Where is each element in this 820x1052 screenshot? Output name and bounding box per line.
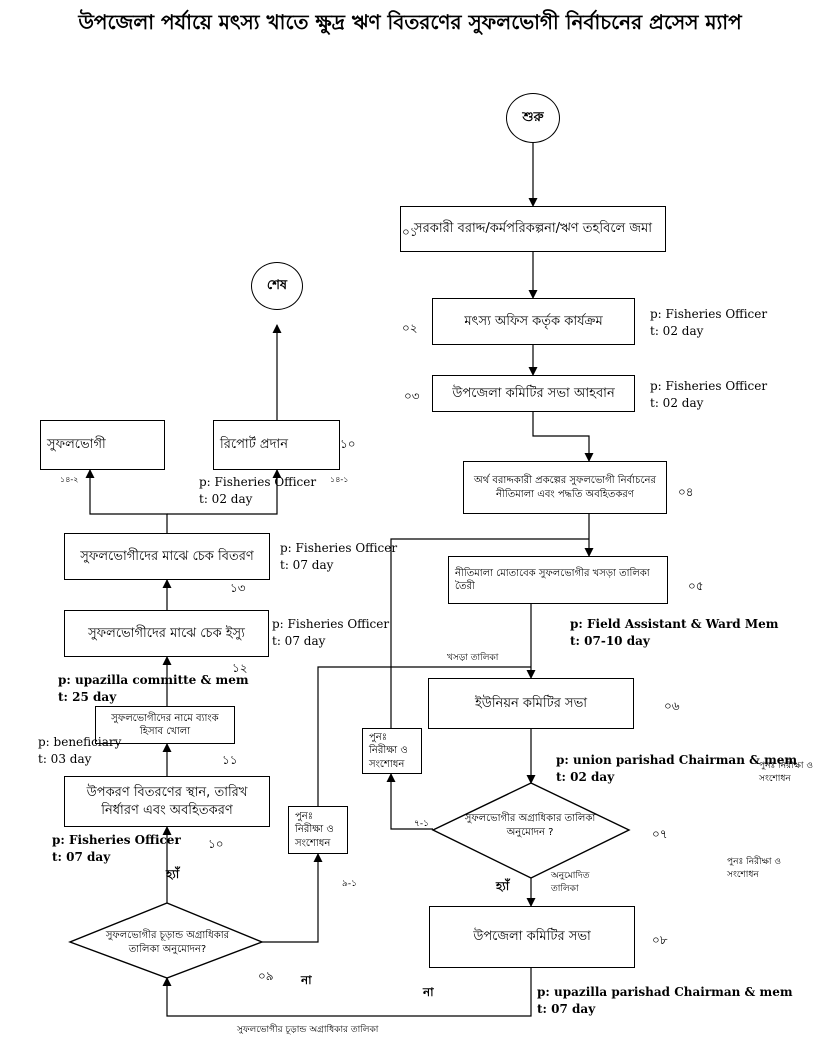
step-number-12: ১২: [232, 661, 248, 675]
step-04-box: অর্থ বরাদ্দকারী প্রকল্পের সুফলভোগী নির্ব…: [463, 461, 667, 514]
step-11-box: সুফলভোগীদের নামে ব্যাংক হিসাব খোলা: [95, 706, 235, 744]
step-07-text: সুফলভোগীর অগ্রাধিকার তালিকা অনুমোদন ?: [464, 813, 596, 838]
step-number-14-2: ১৪-২: [60, 475, 79, 484]
annotation-time: t: 02 day: [650, 323, 704, 338]
annotation-person: p: Fisheries Officer: [272, 617, 390, 631]
annotation-step-12: p: Fisheries Officer t: 07 day: [272, 616, 389, 650]
annotation-time: t: 07-10 day: [570, 633, 650, 648]
edge-recheck2-06: [317, 666, 531, 806]
step-number-14-1: ১৪-১: [330, 475, 349, 484]
annotation-time: t: 03 day: [38, 751, 92, 766]
step-number-14a: ১০: [340, 437, 356, 451]
label-no-09: না: [301, 973, 312, 987]
diamond-07: [431, 782, 631, 879]
annotation-person: p: Fisheries Officer: [52, 833, 181, 847]
step-14a-box: রিপোর্ট প্রদান: [213, 420, 340, 470]
step-number-10: ১০: [208, 837, 224, 851]
annotation-person: p: Fisheries Officer: [650, 379, 768, 393]
annotation-step-10: p: Fisheries Officer t: 07 day: [52, 832, 181, 866]
step-number-05: ০৫: [688, 579, 704, 593]
end-node: শেষ: [251, 262, 303, 310]
step-12-box: সুফলভোগীদের মাঝে চেক ইস্যু: [64, 610, 269, 657]
label-no-08: না: [423, 985, 434, 999]
step-number-02: ০২: [402, 321, 418, 335]
step-number-11: ১১: [222, 753, 238, 767]
annotation-time: t: 07 day: [537, 1001, 596, 1016]
step-number-09: ০৯: [258, 969, 274, 983]
edge-03-04: [532, 412, 594, 462]
step-09-text: সুফলভোগীর চূড়ান্ড অগ্রাধিকার তালিকা অনু…: [105, 930, 230, 955]
annotation-time: t: 07 day: [272, 633, 326, 648]
annotation-person: p: Fisheries Officer: [280, 541, 398, 555]
annotation-person: p: union parishad Chairman & mem: [556, 753, 798, 767]
recheck-box-2: পুনঃ নিরীক্ষা ও সংশোধন: [288, 806, 348, 854]
annotation-person: p: Fisheries Officer: [650, 307, 768, 321]
annotation-step-03: p: Fisheries Officer t: 02 day: [650, 378, 767, 412]
step-14b-box: সুফলভোগী: [40, 420, 165, 470]
edge-09-recheck2: [262, 853, 323, 943]
label-final-list: সুফলভোগীর চূড়ান্ড অগ্রাধিকার তালিকা: [237, 1025, 379, 1035]
diamond-09: [68, 902, 264, 979]
step-06-box: ইউনিয়ন কমিটির সভা: [428, 678, 634, 729]
annotation-person: p: upazilla committe & mem: [58, 673, 249, 687]
annotation-person: p: upazilla parishad Chairman & mem: [537, 985, 793, 999]
step-number-07: ০৭: [652, 827, 668, 841]
edge-07-recheck1: [386, 773, 433, 830]
page-title: উপজেলা পর্যায়ে মৎস্য খাতে ক্ষুদ্র ঋণ বি…: [78, 10, 742, 34]
label-recheck-right-a: পুনঃ নিরীক্ষা ও সংশোধন: [759, 761, 813, 784]
step-number-9-1: ৯-১: [342, 879, 357, 889]
annotation-step-11: p: beneficiary t: 03 day: [38, 734, 121, 768]
step-08-box: উপজেলা কমিটির সভা: [429, 906, 635, 968]
step-number-01: ০১: [402, 225, 418, 239]
step-01-box: সরকারী বরাদ্দ/কর্মপরিকল্পনা/ঋণ তহবিলে জম…: [400, 206, 666, 252]
recheck-box-1: পুনঃ নিরীক্ষা ও সংশোধন: [362, 728, 422, 774]
edge-recheck1-05: [390, 538, 589, 728]
label-draft-list: খসড়া তালিকা: [447, 653, 499, 663]
step-number-08: ০৮: [652, 933, 668, 947]
annotation-time: t: 02 day: [199, 491, 253, 506]
annotation-step-14: p: Fisheries Officer t: 02 day: [199, 474, 316, 508]
annotation-step-05: p: Field Assistant & Ward Mem t: 07-10 d…: [570, 616, 778, 650]
edge-08-09: [162, 968, 532, 1017]
annotation-time: t: 07 day: [52, 849, 111, 864]
annotation-step-07: p: union parishad Chairman & mem t: 02 d…: [556, 752, 797, 786]
step-number-13: ১৩: [230, 581, 246, 595]
step-number-06: ০৬: [664, 699, 680, 713]
edge-13-split: [85, 469, 168, 533]
annotation-person: p: Fisheries Officer: [199, 475, 317, 489]
annotation-person: p: Field Assistant & Ward Mem: [570, 617, 779, 631]
edge-split-14a: [167, 469, 282, 515]
annotation-step-12-committee: p: upazilla committe & mem t: 25 day: [58, 672, 249, 706]
label-yes-to-08: হ্যাঁ: [496, 879, 510, 893]
label-yes-to-10: হ্যাঁ: [166, 867, 180, 881]
annotation-step-08: p: upazilla parishad Chairman & mem t: 0…: [537, 984, 793, 1018]
step-03-box: উপজেলা কমিটির সভা আহবান: [432, 375, 635, 412]
annotation-step-13: p: Fisheries Officer t: 07 day: [280, 540, 397, 574]
step-02-box: মৎস্য অফিস কর্তৃক কার্যক্রম: [432, 298, 635, 345]
annotation-time: t: 25 day: [58, 689, 117, 704]
annotation-person: p: beneficiary: [38, 735, 122, 749]
step-number-04: ০৪: [678, 485, 694, 499]
step-number-7-1: ৭-১: [414, 819, 429, 829]
annotation-time: t: 02 day: [556, 769, 615, 784]
step-number-03: ০৩: [404, 389, 420, 403]
start-node: শুরু: [506, 93, 560, 143]
step-05-box: নীতিমালা মোতাবেক সুফলভোগীর খসড়া তালিকা …: [448, 556, 668, 604]
label-approved-list: অনুমোদিত তালিকা: [551, 871, 590, 894]
label-recheck-right-b: পুনঃ নিরীক্ষা ও সংশোধন: [727, 857, 781, 880]
step-10-box: উপকরণ বিতরণের স্থান, তারিখ নির্ধারণ এবং …: [64, 776, 270, 827]
annotation-time: t: 02 day: [650, 395, 704, 410]
annotation-time: t: 07 day: [280, 557, 334, 572]
step-13-box: সুফলভোগীদের মাঝে চেক বিতরণ: [64, 533, 270, 580]
annotation-step-02: p: Fisheries Officer t: 02 day: [650, 306, 767, 340]
